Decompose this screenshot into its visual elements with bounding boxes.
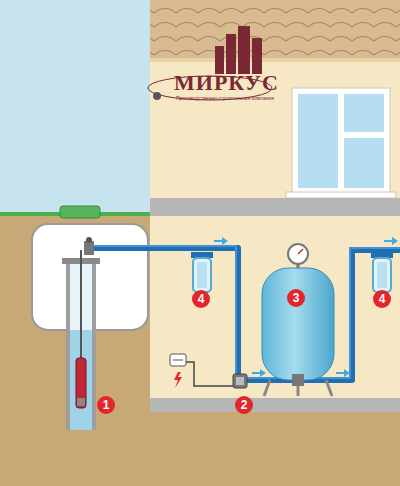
callout-number: 4 (373, 290, 391, 308)
house-wall (150, 0, 400, 200)
logo-buildings (215, 26, 262, 74)
filter (371, 252, 393, 292)
flow-arrow (214, 237, 398, 377)
basement (150, 216, 400, 398)
soil (0, 216, 150, 486)
roof (150, 0, 400, 58)
pipe-highlight (88, 246, 400, 378)
pressure-tank (262, 244, 334, 396)
callout-number: 4 (192, 290, 210, 308)
callout-number: 2 (235, 396, 253, 414)
callout-number: 3 (287, 289, 305, 307)
power-socket (170, 354, 233, 388)
callout-number: 1 (97, 396, 115, 414)
basement-floor (150, 398, 400, 412)
water-pipe (88, 248, 400, 380)
valve (84, 237, 94, 255)
filter (191, 252, 213, 292)
floor-slab (150, 198, 400, 216)
well (62, 250, 100, 430)
brand-subtitle: Производственно-строительная компания (176, 96, 274, 101)
pressure-switch (233, 374, 247, 388)
brand-watermark: МИРКУС (174, 72, 279, 94)
sky (0, 0, 150, 216)
logo-dot (153, 92, 161, 100)
window (286, 88, 396, 198)
